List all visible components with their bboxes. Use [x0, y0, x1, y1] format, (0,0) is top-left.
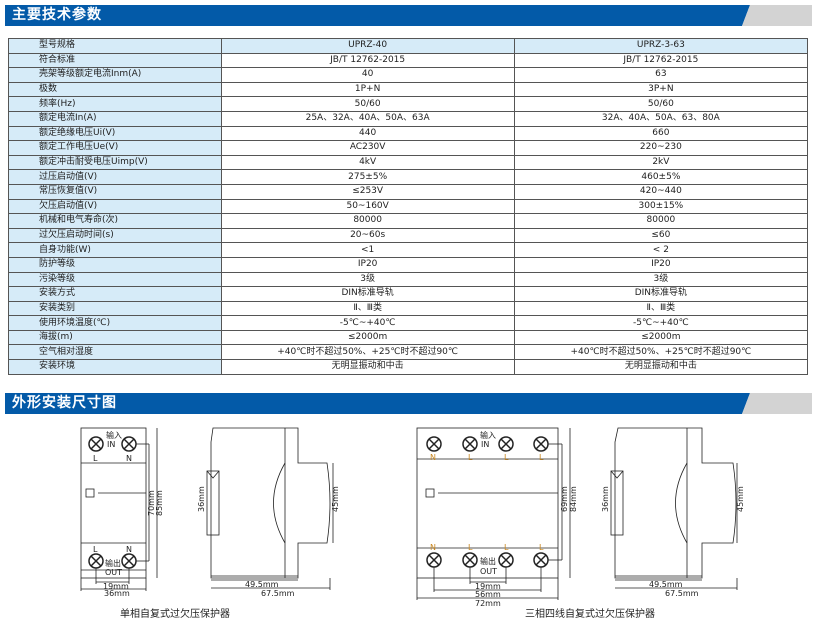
header-bar — [5, 393, 750, 414]
section-title: 外形安装尺寸图 — [12, 395, 117, 411]
terminal-icon — [426, 436, 442, 452]
diagram-caption: 单相自复式过欠压保护器 — [120, 609, 230, 620]
dim-height-outer: 85mm — [155, 490, 164, 516]
terminal-label: N — [126, 545, 132, 554]
three-phase-front-view: 输入 IN N L L L N L L L 输出 OUT 19mm 56mm 7… — [416, 427, 578, 608]
terminal-label: N — [430, 453, 436, 462]
terminal-icon — [533, 436, 549, 452]
section-title: 主要技术参数 — [12, 7, 102, 23]
dim-width: 36mm — [104, 589, 130, 598]
param-name-cell: 机械和电气寿命(次) — [8, 213, 222, 229]
terminal-label: L — [93, 454, 98, 463]
terminal-label: L — [468, 453, 473, 462]
table-row: 海拔(m)≤2000m≤2000m — [8, 329, 809, 346]
param-name-cell: 海拔(m) — [8, 329, 222, 346]
terminal-label: N — [430, 543, 436, 552]
param-name-cell: 安装环境 — [8, 359, 222, 375]
terminal-icon — [88, 553, 104, 569]
dim-height-inner: 70mm — [147, 490, 156, 516]
param-name-cell: 额定工作电压Ue(V) — [8, 140, 222, 156]
dim-rail: 36mm — [601, 486, 610, 512]
input-label-en: IN — [107, 440, 115, 449]
input-label: 输入 — [480, 430, 496, 440]
dim-side-height: 45mm — [736, 486, 745, 512]
input-label: 输入 — [106, 430, 122, 440]
terminal-icon — [121, 553, 137, 569]
terminal-icon — [462, 552, 478, 568]
dim-width: 72mm — [475, 599, 501, 608]
terminal-icon — [533, 552, 549, 568]
uprz-40-value-cell: 无明显振动和中击 — [220, 359, 515, 375]
table-row: 安装环境无明显振动和中击无明显振动和中击 — [8, 359, 809, 375]
section-header-dimensions: 外形安装尺寸图 — [5, 393, 812, 414]
output-label: 输出 — [105, 558, 121, 568]
param-name-cell: 频率(Hz) — [8, 96, 222, 112]
terminal-icon — [88, 436, 104, 452]
table-row: 空气相对湿度+40℃时不超过50%、+25℃时不超过90℃+40℃时不超过50%… — [8, 344, 809, 361]
dim-span: 56mm — [475, 590, 501, 599]
header-accent — [742, 393, 812, 414]
dim-height-outer: 84mm — [569, 486, 578, 512]
terminal-icon — [121, 436, 137, 452]
section-header-specs: 主要技术参数 — [5, 5, 812, 26]
terminal-label: L — [504, 453, 509, 462]
indicator-window — [425, 488, 435, 498]
terminal-label: L — [93, 545, 98, 554]
uprz-3-63-value-cell: 无明显振动和中击 — [513, 359, 809, 375]
header-bar — [5, 5, 750, 26]
input-label-en: IN — [481, 440, 489, 449]
terminal-label: L — [504, 543, 509, 552]
param-name-cell: 符合标准 — [8, 52, 222, 69]
output-label-en: OUT — [105, 568, 122, 577]
diagram-caption: 三相四线自复式过欠压保护器 — [525, 609, 655, 620]
output-label-en: OUT — [480, 567, 497, 576]
dim-side-height: 45mm — [331, 486, 340, 512]
terminal-label: L — [468, 543, 473, 552]
param-name-cell: 型号规格 — [8, 38, 222, 54]
output-label: 输出 — [480, 556, 496, 566]
dim-depth-1: 49.5mm — [245, 580, 279, 589]
terminal-icon — [426, 552, 442, 568]
param-name-cell: 欠压启动值(V) — [8, 198, 222, 215]
indicator-window — [85, 488, 95, 498]
terminal-icon — [462, 436, 478, 452]
terminal-icon — [498, 436, 514, 452]
single-phase-side-view: 36mm 45mm 49.5mm 67.5mm — [197, 427, 340, 598]
dim-height-inner: 69mm — [560, 486, 569, 512]
dim-depth-2: 67.5mm — [261, 589, 295, 598]
terminal-label: L — [539, 543, 544, 552]
terminal-icon — [498, 552, 514, 568]
dim-depth-2: 67.5mm — [665, 589, 699, 598]
terminal-label: L — [539, 453, 544, 462]
three-phase-side-view: 36mm 45mm 49.5mm 67.5mm — [601, 427, 745, 598]
dim-depth-1: 49.5mm — [649, 580, 683, 589]
header-accent — [742, 5, 812, 26]
dim-rail: 36mm — [197, 486, 206, 512]
terminal-label: N — [126, 454, 132, 463]
single-phase-front-view: 输入 IN L N L N 输出 OUT 19mm 36mm 70mm 85mm — [80, 427, 164, 598]
param-name-cell: 额定绝缘电压Ui(V) — [8, 125, 222, 142]
param-name-cell: 壳架等级额定电流Inm(A) — [8, 67, 222, 83]
param-name-cell: 常压恢复值(V) — [8, 183, 222, 200]
dim-pitch: 19mm — [475, 582, 501, 591]
dim-pitch: 19mm — [103, 582, 129, 591]
